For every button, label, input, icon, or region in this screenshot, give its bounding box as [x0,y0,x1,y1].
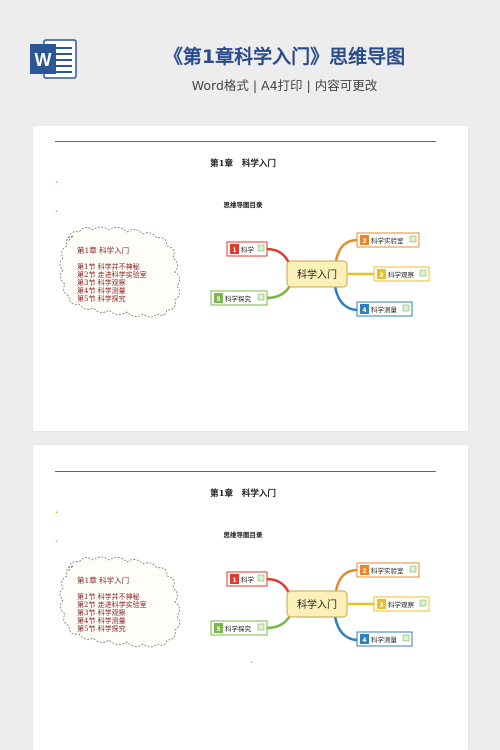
node-text: 科学观察 [388,600,415,609]
branch-node-4: 4 科学测量 [356,301,413,317]
node-text: 科学观察 [388,270,415,279]
branch-node-1: 1 科学 [226,241,268,257]
central-node-label: 科学入门 [297,598,337,611]
toc-section: 第1节 科学并不神秘 [77,592,140,601]
word-icon-letter: W [35,50,52,70]
note-icon [419,599,427,607]
node-text: 科学实验室 [371,236,404,245]
node-text: 5 [216,296,220,303]
toc-chapter: 第1章 科学入门 [77,575,129,585]
page-subtitle: Word格式 | A4打印 | 内容可更改 [191,78,378,93]
document-page-2: 第1章 科学入门 • • 思维导图目录 第1章 科学入门 第1节 科学并不神秘 … [33,445,468,750]
toc-section: 第4节 科学测量 [77,616,126,625]
node-text: 3 [379,272,383,279]
central-node-label: 科学入门 [297,268,337,281]
toc-section: 第2节 走进科学实验室 [77,270,147,279]
node-text: 1 [232,577,236,584]
chapter-heading: 第1章 科学入门 [210,159,276,169]
mindmap-1: 第1章 科学入门 第1节 科学并不神秘 第2节 走进科学实验室 第3节 科学观察… [59,226,430,318]
branch-node-1: 1 科学 [226,571,268,587]
note-icon [257,623,265,631]
header-rule [55,471,436,472]
paragraph-mark: • [55,209,58,215]
toc-section: 第3节 科学观察 [77,278,126,287]
note-icon [402,634,410,642]
branch-node-2: 2 科学实验室 [356,232,420,248]
central-node [286,590,348,618]
branch-node-3: 3 科学观察 [373,266,430,282]
toc-section: 第5节 科学探究 [77,294,126,303]
toc-cloud: 第1章 科学入门 第1节 科学并不神秘 第2节 走进科学实验室 第3节 科学观察… [59,226,180,318]
mindmap-title: 思维导图目录 [223,531,263,539]
node-text: 4 [362,637,366,644]
header: W 《第1章科学入门》思维导图 Word格式 | A4打印 | 内容可更改 [0,0,500,120]
mindmap-title: 思维导图目录 [223,201,263,209]
toc-section: 第4节 科学测量 [77,286,126,295]
node-text: 科学测量 [371,635,398,644]
branch-node-3: 3 科学观察 [373,596,430,612]
document-page-1: 第1章 科学入门 • • 思维导图目录 第1章 科学入门 第1节 科学并不神秘 … [33,126,468,431]
paragraph-mark: • [250,660,253,666]
note-icon [402,304,410,312]
node-text: 科学 [241,575,255,584]
node-text: 4 [362,307,366,314]
node-text: 3 [379,602,383,609]
branch-node-2: 2 科学实验室 [356,562,420,578]
note-icon [257,244,265,252]
note-icon [419,269,427,277]
toc-section: 第5节 科学探究 [77,624,126,633]
chapter-heading: 第1章 科学入门 [210,489,276,499]
page-title: 《第1章科学入门》思维导图 [163,46,406,68]
toc-cloud: 第1章 科学入门 第1节 科学并不神秘 第2节 走进科学实验室 第3节 科学观察… [59,556,180,648]
paragraph-mark: • [55,539,58,545]
node-text: 2 [362,568,366,575]
node-text: 科学测量 [371,305,398,314]
branch-line-4 [333,615,359,642]
header-rule [55,141,436,142]
toc-chapter: 第1章 科学入门 [77,245,129,255]
mindmap-2: 第1章 科学入门 第1节 科学并不神秘 第2节 走进科学实验室 第3节 科学观察… [59,556,430,666]
branch-node-5: 5 科学探究 [210,290,268,306]
node-text: 科学探究 [225,294,252,303]
word-doc-icon: W [30,39,77,79]
node-text: 科学 [241,245,255,254]
paragraph-mark: • [55,510,58,516]
branch-node-5: 5 科学探究 [210,620,268,636]
toc-section: 第1节 科学并不神秘 [77,262,140,271]
note-icon [409,235,417,243]
toc-section: 第2节 走进科学实验室 [77,600,147,609]
branch-node-4: 4 科学测量 [356,631,413,647]
paragraph-mark: • [55,180,58,186]
toc-section: 第3节 科学观察 [77,608,126,617]
note-icon [409,565,417,573]
node-text: 科学实验室 [371,566,404,575]
node-text: 2 [362,238,366,245]
node-text: 5 [216,626,220,633]
central-node [286,260,348,288]
node-text: 科学探究 [225,624,252,633]
branch-line-4 [333,285,359,312]
note-icon [257,293,265,301]
note-icon [257,574,265,582]
node-text: 1 [232,247,236,254]
